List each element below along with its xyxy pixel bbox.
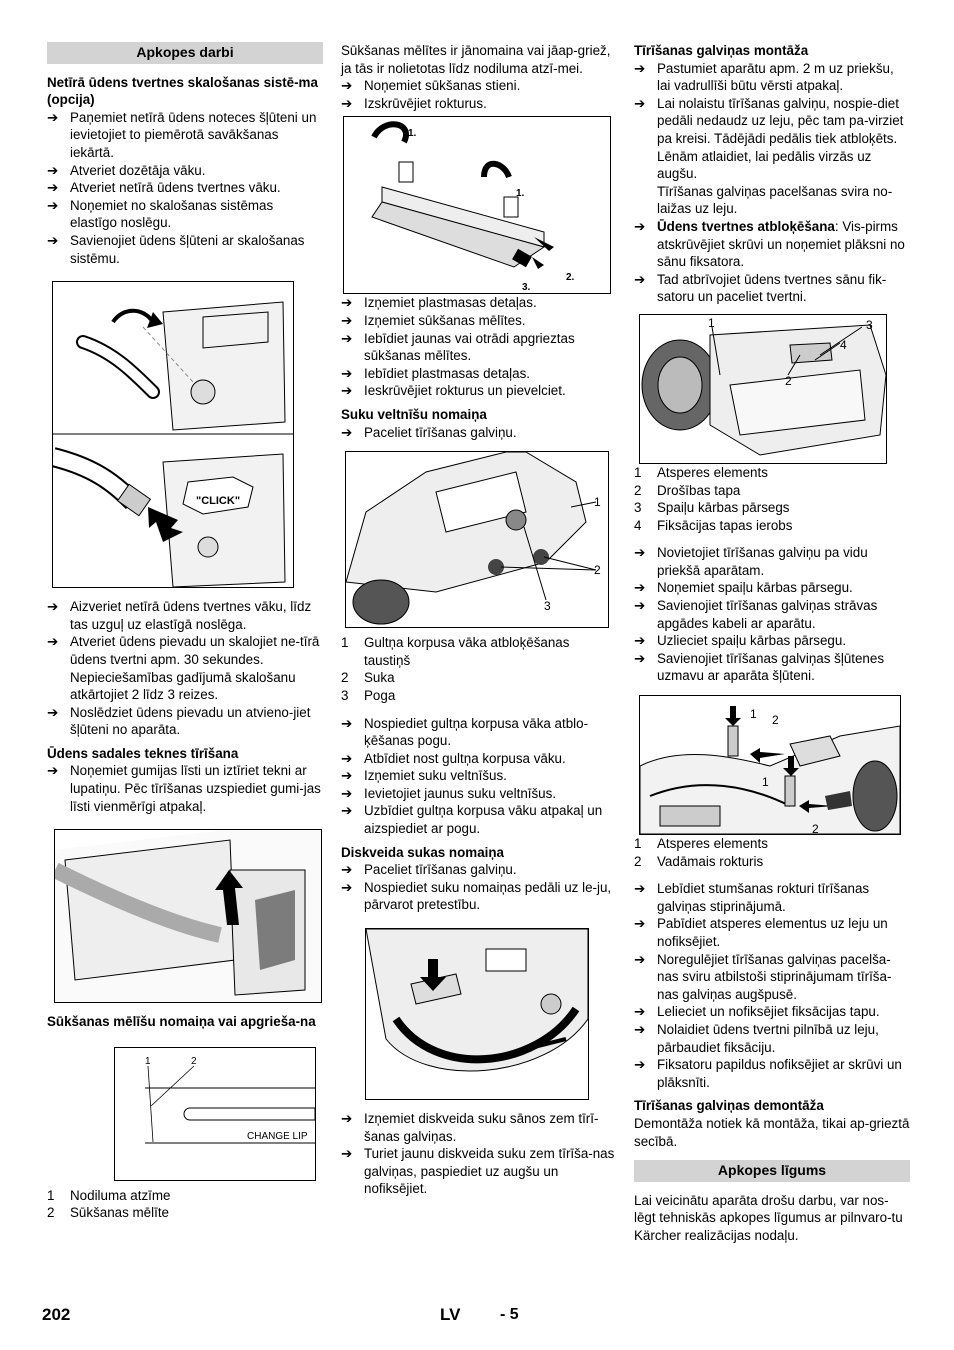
roller-title: Suku veltnīšu nomaiņa [341, 406, 487, 422]
mount-step: ➔Noregulējiet tīrīšanas galviņas pacelša… [634, 951, 892, 1002]
step-close-water: ➔Noslēdziet ūdens pievadu un atvieno-jie… [47, 704, 311, 738]
tank-label-3: 3 [866, 317, 873, 332]
lip-step: ➔Izņemiet sūkšanas mēlītes. [341, 312, 526, 328]
rinse-step: ➔Atveriet netīrā ūdens tvertnes vāku. [47, 180, 281, 196]
roller-step: ➔Nospiediet gultņa korpusa vāka atblo-ķē… [341, 715, 589, 749]
mount-step: ➔Fiksatoru papildus nofiksējiet ar skrūv… [634, 1057, 902, 1090]
figure-hose-connect: "CLICK" [52, 281, 294, 589]
clean-title: Ūdens sadales teknes tīrīšana [47, 745, 239, 761]
bar-label-1a: 1. [408, 128, 417, 140]
lip-step: ➔Izņemiet plastmasas detaļas. [341, 295, 537, 311]
step-unlock-tank: ➔Ūdens tvertnes atbloķēšana: Vis-pirms a… [634, 218, 905, 270]
step-lift-head: ➔Paceliet tīrīšanas galviņu. [341, 424, 517, 440]
mount-step: ➔Savienojiet tīrīšanas galviņas strāvas … [634, 598, 878, 631]
sub-page: - 5 [500, 1306, 519, 1323]
figure-handle: 1 2 1 2 [639, 695, 901, 836]
after-note: Nepieciešamības gadījumā skalošanu atkār… [70, 669, 296, 703]
mount-title: Tīrīšanas galviņas montāža [634, 43, 809, 58]
rinse-step: ➔Savienojiet ūdens šļūteni ar skalošanas… [47, 232, 305, 266]
disc-step: ➔Turiet jaunu diskveida suku zem tīrīša-… [341, 1146, 615, 1197]
after-step: ➔Atveriet ūdens pievadu un skalojiet ne-… [47, 634, 320, 667]
mount-step: ➔Noņemiet spaiļu kārbas pārsegu. [634, 580, 853, 596]
section-title-contract: Apkopes līgums [634, 1160, 910, 1182]
rinse-title: Netīrā ūdens tvertnes skalošanas sistē-m… [47, 74, 318, 108]
disc-step: ➔Nospiediet suku nomaiņas pedāli uz le-j… [341, 879, 612, 913]
figure-tank: 1 2 3 4 [639, 313, 887, 464]
disc-title: Diskveida sukas nomaiņa [341, 844, 504, 860]
lip-step: ➔Iebīdiet jaunas vai otrādi apgrieztas s… [341, 330, 575, 364]
bar-step: ➔Noņemiet sūkšanas stieni. [341, 78, 521, 94]
bar-step: ➔Izskrūvējiet rokturus. [341, 95, 487, 111]
roller-step: ➔Izņemiet suku veltnīšus. [341, 768, 507, 784]
roller-label-2: 2 [594, 563, 601, 578]
mount-step: ➔Pastumiet aparātu apm. 2 m uz priekšu, … [634, 60, 894, 94]
lip-label-2: 2 [191, 1055, 197, 1067]
lip-step: ➔Ieskrūvējiet rokturus un pievelciet. [341, 383, 566, 399]
disc-step: ➔Izņemiet diskveida suku sānos zem tīrī-… [341, 1111, 599, 1144]
tank-label-1: 1 [708, 315, 715, 330]
bar-label-3: 3. [522, 282, 531, 294]
mount-step: ➔Lai nolaistu tīrīšanas galviņu, nospie-… [634, 95, 904, 182]
roller-label-1: 1 [594, 495, 601, 510]
tank-label-2: 2 [785, 373, 792, 388]
mount-step: ➔Lebīdiet stumšanas rokturi tīrīšanas ga… [634, 881, 870, 914]
step-clean: ➔Noņemiet gumijas līsti un iztīriet tekn… [47, 763, 321, 814]
roller-step: ➔Uzbīdiet gultņa korpusa vāku atpakaļ un… [341, 803, 603, 837]
bar-label-2: 2. [566, 272, 575, 284]
rinse-step: ➔Noņemiet no skalošanas sistēmas elastīg… [47, 197, 274, 231]
change-lip-text: CHANGE LIP [247, 1130, 308, 1142]
roller-label-3: 3 [544, 599, 551, 614]
mount-step: ➔Uzlieciet spaiļu kārbas pārsegu. [634, 633, 847, 649]
mount-step: ➔Nolaidiet ūdens tvertni pilnībā uz leju… [634, 1021, 879, 1055]
mount-step: ➔Pabīdiet atsperes elementus uz leju un … [634, 916, 888, 949]
lip-intro: Sūkšanas mēlītes ir jānomaina vai jāap-g… [341, 43, 611, 76]
dismount-title: Tīrīšanas galviņas demontāža [634, 1098, 824, 1114]
figure-disc-brush [365, 928, 589, 1101]
dismount-text: Demontāža notiek kā montāža, tikai ap-gr… [634, 1115, 910, 1149]
figure-change-lip: 1 2 CHANGE LIP [114, 1046, 316, 1181]
mount-step: ➔Lelieciet un nofiksējiet fiksācijas tap… [634, 1004, 880, 1020]
column-2: Sūkšanas mēlītes ir jānomaina vai jāap-g… [341, 42, 615, 1198]
figure-suction-bar: 1. 1. 2. 3. [343, 116, 611, 295]
rinse-step: ➔Atveriet dozētāja vāku. [47, 162, 206, 178]
tank-label-4: 4 [840, 337, 847, 352]
lip-title: Sūkšanas mēlīšu nomaiņa vai apgrieša-na [47, 1014, 316, 1030]
handle-label-1a: 1 [750, 707, 757, 722]
mount-step: ➔Novietojiet tīrīšanas galviņu pa vidu p… [634, 545, 868, 578]
bar-label-1b: 1. [516, 188, 525, 200]
roller-step: ➔Ievietojiet jaunus suku veltnīšus. [341, 785, 557, 801]
after-step: ➔Aizveriet netīrā ūdens tvertnes vāku, l… [47, 599, 312, 632]
figure-gutter [54, 829, 322, 1004]
column-1: Apkopes darbi Netīrā ūdens tvertnes skal… [47, 42, 323, 1222]
disc-step: ➔Paceliet tīrīšanas galviņu. [341, 862, 517, 878]
mount-step: ➔Savienojiet tīrīšanas galviņas šļūtenes… [634, 650, 885, 684]
handle-label-2a: 2 [772, 713, 779, 728]
step-lift-tank: ➔Tad atbrīvojiet ūdens tvertnes sānu fik… [634, 271, 887, 305]
click-label: "CLICK" [196, 495, 240, 507]
lip-step: ➔Iebīdiet plastmasas detaļas. [341, 365, 530, 381]
page-number: 202 [42, 1305, 71, 1324]
lip-label-1: 1 [145, 1055, 151, 1067]
language-code: LV [440, 1305, 461, 1324]
roller-step: ➔Atbīdiet nost gultņa korpusa vāku. [341, 750, 566, 766]
handle-label-1b: 1 [762, 775, 769, 790]
handle-label-2b: 2 [812, 822, 819, 836]
rinse-step: ➔Paņemiet netīrā ūdens noteces šļūteni u… [47, 109, 317, 160]
mount-note: Tīrīšanas galviņas pacelšanas svira no-l… [657, 183, 893, 217]
section-title-maintenance: Apkopes darbi [47, 42, 323, 64]
figure-roller-brush: 1 2 3 [345, 451, 609, 629]
contract-text: Lai veicinātu aparāta drošu darbu, var n… [634, 1192, 903, 1243]
column-3: Tīrīšanas galviņas montāža ➔Pastumiet ap… [634, 42, 910, 1245]
